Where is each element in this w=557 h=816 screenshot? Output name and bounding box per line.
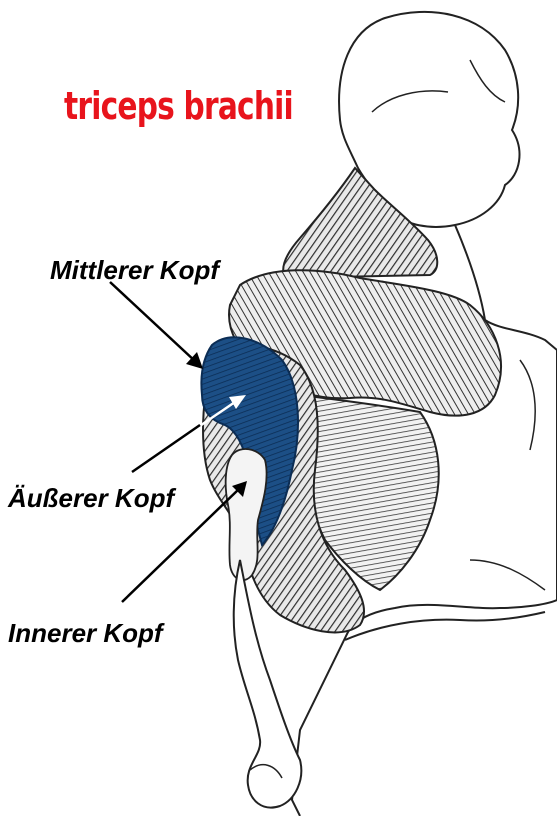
label-inner-head: Innerer Kopf: [8, 618, 163, 649]
label-middle-head: Mittlerer Kopf: [50, 255, 219, 286]
figure-title: triceps brachii: [64, 84, 293, 128]
arrow-middle-head: [110, 282, 203, 369]
label-outer-head: Äußerer Kopf: [8, 483, 174, 514]
